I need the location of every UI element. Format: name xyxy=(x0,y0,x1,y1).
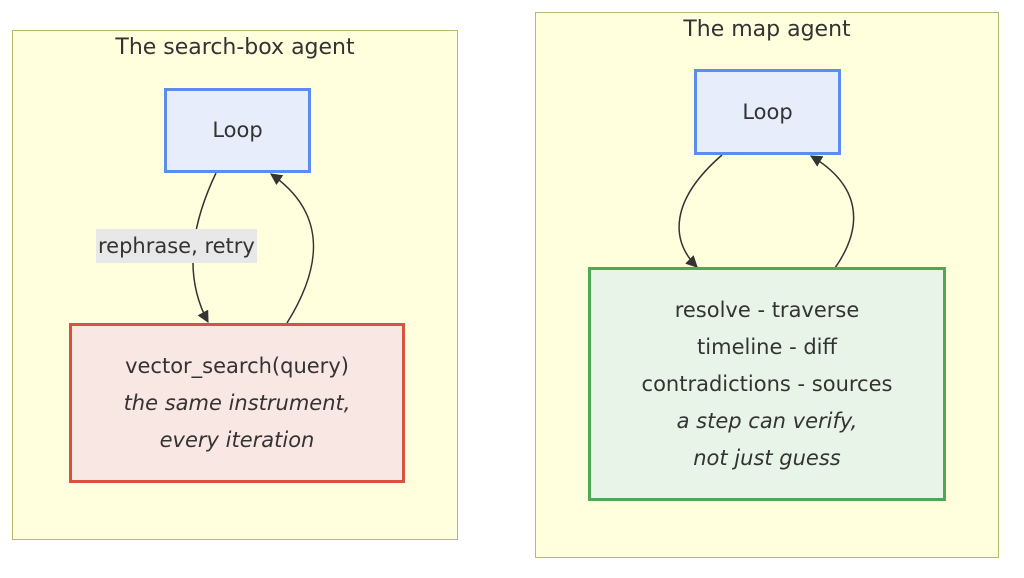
edge-loop-to-tools xyxy=(678,154,723,268)
edge-label-rephrase-retry: rephrase, retry xyxy=(96,229,257,263)
tools-line: contradictions - sources xyxy=(641,371,893,396)
tool-note-line: every iteration xyxy=(159,427,315,452)
loop-node-label: Loop xyxy=(212,118,263,142)
edge-search-to-loop xyxy=(270,173,315,324)
tools-line: timeline - diff xyxy=(697,334,837,359)
tool-call-text: vector_search(query) xyxy=(125,353,349,378)
loop-node: Loop xyxy=(164,88,311,173)
cluster-title: The search-box agent xyxy=(115,35,355,60)
loop-node: Loop xyxy=(694,69,841,155)
edge-tools-to-loop xyxy=(809,155,855,269)
tools-line: resolve - traverse xyxy=(674,297,860,322)
vector-search-node: vector_search(query) the same instrument… xyxy=(69,323,405,483)
tools-note-line: not just guess xyxy=(693,445,841,470)
tools-note-line: a step can verify, xyxy=(676,408,858,433)
map-tools-node: resolve - traverse timeline - diff contr… xyxy=(588,267,946,501)
tool-note-line: the same instrument, xyxy=(123,390,351,415)
loop-node-label: Loop xyxy=(742,99,793,124)
cluster-title: The map agent xyxy=(683,17,851,42)
